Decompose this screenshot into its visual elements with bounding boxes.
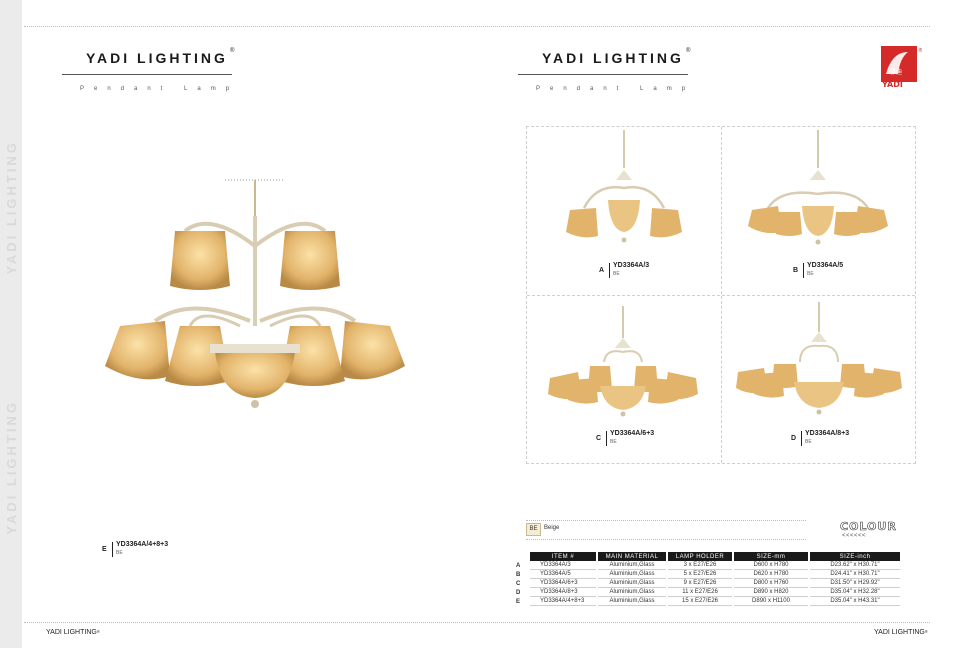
row-holder: 5 x E27/E26 — [668, 570, 732, 579]
side-brand-text-top: YADI LIGHTING — [4, 140, 19, 275]
top-dotted-rule — [24, 26, 930, 27]
spec-table: ITEM # MAIN MATERIAL LAMP HOLDER SIZE-mm… — [512, 552, 902, 606]
row-size-inch: D35.04" x H43.31" — [810, 597, 900, 606]
header-item: ITEM # — [530, 552, 596, 561]
product-b-colour-code: BE — [807, 271, 814, 277]
row-size-mm: D620 x H780 — [734, 570, 808, 579]
table-row: B YD3364A/5 Aluminium,Glass 5 x E27/E26 … — [514, 570, 900, 579]
product-c-image — [548, 306, 698, 417]
table-row: D YD3364A/8+3 Aluminium,Glass 11 x E27/E… — [514, 588, 900, 597]
row-letter: E — [516, 598, 521, 605]
row-size-mm: D890 x H820 — [734, 588, 808, 597]
product-a-letter: A — [599, 267, 605, 274]
right-title-rule — [518, 74, 688, 75]
side-brand-text-bottom: YADI LIGHTING — [4, 400, 19, 535]
row-material: Aluminium,Glass — [598, 570, 666, 579]
left-subtitle: Pendant Lamp — [80, 86, 240, 92]
left-margin-strip — [0, 0, 22, 648]
row-item: YD3364A/4+8+3 — [530, 597, 596, 606]
row-material: Aluminium,Glass — [598, 579, 666, 588]
bottom-dotted-rule — [24, 622, 930, 623]
svg-text:®: ® — [918, 47, 922, 54]
yadi-logo: 雅迪 YADI ® — [881, 46, 922, 88]
header-size-mm: SIZE-mm — [734, 552, 808, 561]
footer-left-brand: YADI LIGHTING® — [46, 629, 100, 636]
row-letter: D — [516, 589, 521, 596]
row-item: YD3364A/5 — [530, 570, 596, 579]
table-row: C YD3364A/6+3 Aluminium,Glass 9 x E27/E2… — [514, 579, 900, 588]
row-size-inch: D23.62" x H30.71" — [810, 561, 900, 570]
product-c-letter: C — [596, 435, 602, 442]
product-grid — [526, 126, 916, 464]
row-size-mm: D800 x H760 — [734, 579, 808, 588]
left-title-rule — [62, 74, 232, 75]
svg-text:雅迪: 雅迪 — [890, 68, 902, 76]
svg-text:YADI: YADI — [881, 80, 903, 88]
product-d-image — [736, 302, 902, 415]
left-brand-title: YADI LIGHTING® — [86, 48, 238, 66]
row-holder: 3 x E27/E26 — [668, 561, 732, 570]
row-size-mm: D890 x H1100 — [734, 597, 808, 606]
colour-bottom-rule — [526, 539, 806, 540]
row-holder: 11 x E27/E26 — [668, 588, 732, 597]
product-a-colour-code: BE — [613, 271, 620, 277]
row-item: YD3364A/6+3 — [530, 579, 596, 588]
header-size-inch: SIZE-inch — [810, 552, 900, 561]
main-product-colour-code: BE — [116, 550, 123, 556]
header-material: MAIN MATERIAL — [598, 552, 666, 561]
row-size-inch: D31.50" x H29.92" — [810, 579, 900, 588]
row-letter: A — [516, 562, 521, 569]
beige-swatch-label: Beige — [544, 525, 560, 531]
product-c-colour-code: BE — [610, 439, 617, 445]
row-material: Aluminium,Glass — [598, 588, 666, 597]
main-product-model: YD3364A/4+8+3 — [116, 541, 169, 548]
product-a-image — [566, 130, 682, 243]
product-b-letter: B — [793, 267, 799, 274]
beige-swatch: BE — [526, 523, 541, 536]
product-b-image — [748, 130, 888, 245]
product-a-model: YD3364A/3 — [613, 262, 650, 269]
row-size-mm: D600 x H780 — [734, 561, 808, 570]
row-material: Aluminium,Glass — [598, 561, 666, 570]
row-holder: 9 x E27/E26 — [668, 579, 732, 588]
row-item: YD3364A/3 — [530, 561, 596, 570]
header-holder: LAMP HOLDER — [668, 552, 732, 561]
product-d-colour-code: BE — [805, 439, 812, 445]
table-row: E YD3364A/4+8+3 Aluminium,Glass 15 x E27… — [514, 597, 900, 606]
row-letter: B — [516, 571, 521, 578]
colour-arrows: <<<<<< — [842, 533, 867, 539]
colour-top-rule — [526, 520, 806, 521]
row-item: YD3364A/8+3 — [530, 588, 596, 597]
row-material: Aluminium,Glass — [598, 597, 666, 606]
right-brand-title: YADI LIGHTING® — [542, 48, 694, 66]
product-d-letter: D — [791, 435, 797, 442]
table-row: A YD3364A/3 Aluminium,Glass 3 x E27/E26 … — [514, 561, 900, 570]
row-letter: C — [516, 580, 521, 587]
colour-heading: COLOUR — [840, 520, 897, 534]
row-size-inch: D35.04" x H32.28" — [810, 588, 900, 597]
row-size-inch: D24.41" x H30.71" — [810, 570, 900, 579]
spec-header-row: ITEM # MAIN MATERIAL LAMP HOLDER SIZE-mm… — [514, 552, 900, 561]
product-c-model: YD3364A/6+3 — [610, 430, 655, 437]
main-product-letter: E — [102, 546, 107, 553]
footer-right-brand: YADI LIGHTING® — [874, 629, 928, 636]
main-chandelier-image — [105, 179, 405, 408]
product-b-model: YD3364A/5 — [807, 262, 844, 269]
row-holder: 15 x E27/E26 — [668, 597, 732, 606]
right-subtitle: Pendant Lamp — [536, 86, 696, 92]
product-d-model: YD3364A/8+3 — [805, 430, 850, 437]
